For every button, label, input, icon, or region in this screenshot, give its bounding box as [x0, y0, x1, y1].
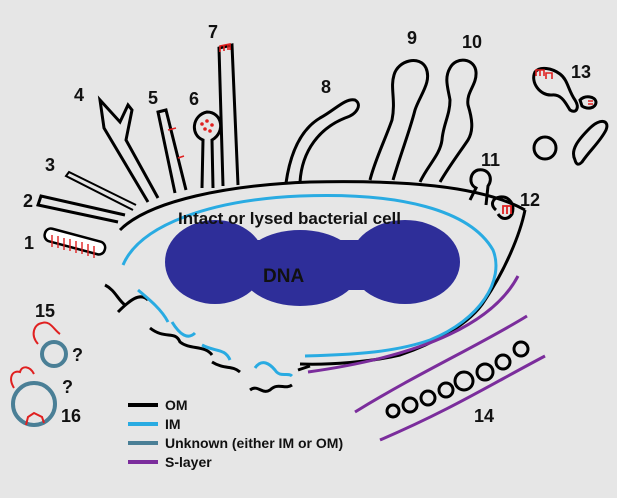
s-layer: [307, 275, 546, 442]
structure-12-bulb: [491, 195, 515, 220]
structure-4-branched-tube: [97, 95, 160, 203]
label-13: 13: [571, 62, 591, 82]
structure-11-bulb: [468, 168, 492, 206]
dna-nucleoid: [165, 220, 460, 306]
structure-10-chain: [418, 58, 478, 183]
label-11: 11: [481, 150, 500, 170]
structure-9-chain: [368, 59, 430, 181]
structure-3-tube: [64, 170, 137, 211]
legend-label-om: OM: [165, 397, 188, 413]
label-9: 9: [407, 28, 417, 48]
legend-label-im: IM: [165, 416, 181, 432]
label-15: 15: [35, 301, 55, 321]
structure-6-bulb: [193, 110, 223, 189]
structure-7-tube: [217, 43, 240, 187]
structure-13-vesicles: [532, 66, 609, 166]
cell-label: Intact or lysed bacterial cell: [178, 209, 401, 228]
label-12: 12: [520, 190, 540, 210]
label-8: 8: [321, 77, 331, 97]
legend: OM IM Unknown (either IM or OM) S-layer: [128, 397, 343, 470]
structure-8-tube: [284, 98, 360, 184]
label-10: 10: [462, 32, 482, 52]
dna-label: DNA: [263, 266, 304, 287]
label-7: 7: [208, 22, 218, 42]
legend-label-s-layer: S-layer: [165, 454, 212, 470]
label-5: 5: [148, 88, 158, 108]
question-mark-15: ?: [72, 345, 83, 365]
label-4: 4: [74, 85, 84, 105]
label-2: 2: [23, 191, 33, 211]
vesicle-16: [10, 366, 57, 427]
structure-1-tube: [43, 227, 107, 258]
lysed-fragments: [104, 283, 311, 393]
vesicle-chain-14: [385, 340, 530, 419]
structure-2-tube: [36, 194, 126, 224]
label-14: 14: [474, 406, 494, 426]
legend-label-unknown: Unknown (either IM or OM): [165, 435, 343, 451]
question-mark-16: ?: [62, 377, 73, 397]
label-3: 3: [45, 155, 55, 175]
inner-membrane: [121, 193, 498, 358]
structure-5-tube: [156, 108, 188, 194]
label-6: 6: [189, 89, 199, 109]
vesicle-15: [32, 321, 68, 368]
label-16: 16: [61, 406, 81, 426]
label-1: 1: [24, 233, 34, 253]
